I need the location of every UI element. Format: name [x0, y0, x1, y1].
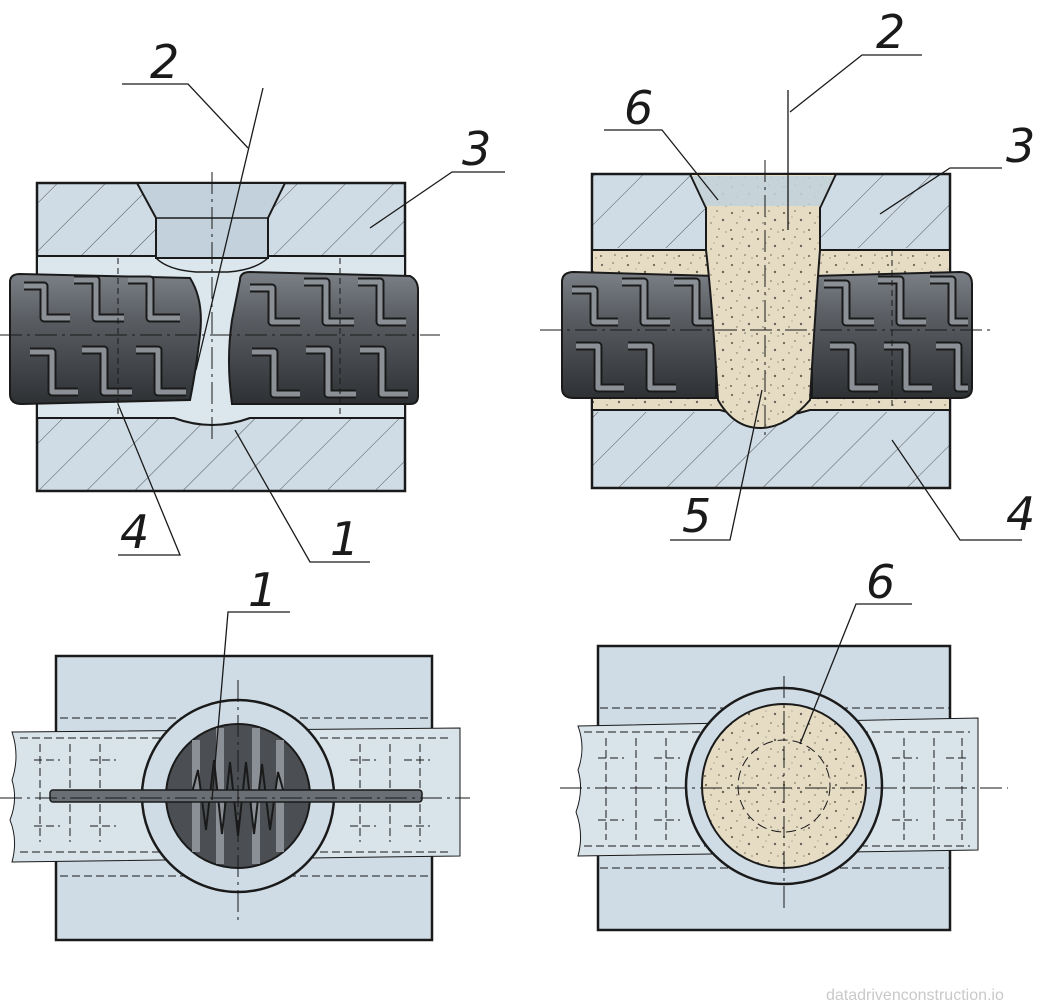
connector-rod	[49, 789, 423, 803]
label-2: 2	[876, 5, 905, 59]
view-bottom-right: 6	[560, 555, 1008, 932]
label-1: 1	[248, 563, 277, 617]
rebar-left	[9, 272, 202, 406]
watermark: datadrivenconstruction.io	[826, 987, 1004, 1004]
label-2: 2	[150, 35, 179, 89]
centerlines-right	[540, 160, 990, 440]
label-6: 6	[624, 81, 653, 135]
rebar-right	[228, 270, 419, 405]
mortar-plug	[688, 173, 838, 430]
leader-lines-right	[604, 54, 1022, 541]
label-1: 1	[330, 512, 359, 566]
view-top-right: 2 6 3 4 5	[540, 5, 1035, 543]
leader-lines	[117, 83, 505, 563]
label-6: 6	[866, 555, 895, 609]
centerlines	[0, 172, 440, 440]
leader-lines-br	[799, 603, 912, 745]
label-5: 5	[682, 489, 711, 543]
countersunk-hole	[135, 182, 287, 273]
rebar-left-filled	[561, 270, 717, 399]
view-top-left: 2 3 4 1	[0, 35, 505, 566]
label-3: 3	[462, 122, 491, 176]
centerlines-br	[560, 676, 1008, 910]
leader-lines-bl	[211, 611, 290, 801]
label-4: 4	[1006, 487, 1035, 541]
centerlines-bl	[0, 680, 470, 920]
view-bottom-left: 1	[0, 563, 470, 942]
label-4: 4	[120, 505, 149, 559]
label-3: 3	[1006, 119, 1035, 173]
